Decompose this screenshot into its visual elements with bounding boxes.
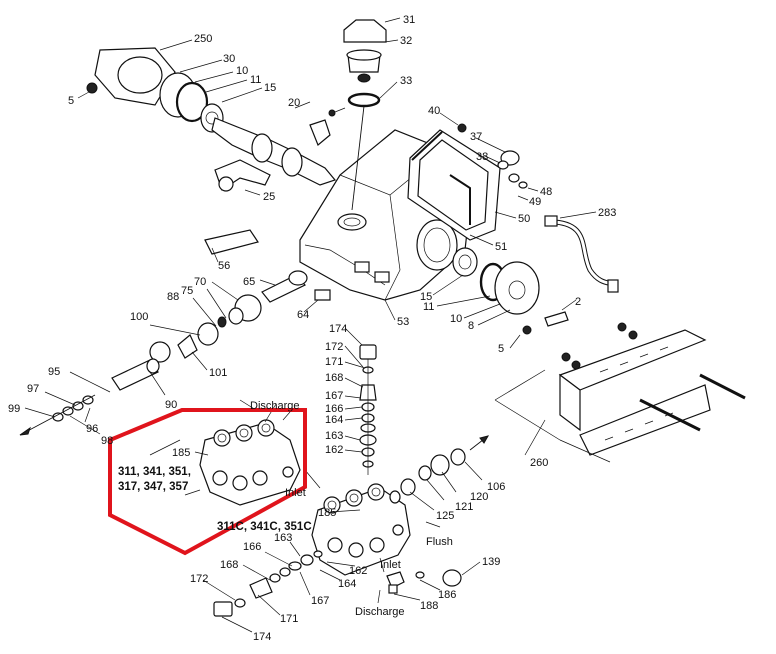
callout-51: 51	[495, 241, 507, 253]
callout-10: 10	[236, 65, 248, 77]
callout-25: 25	[263, 191, 275, 203]
callout-120: 120	[470, 491, 488, 503]
manifold-185-lower	[311, 483, 411, 576]
callout-11b: 11	[423, 301, 434, 313]
callout-283: 283	[598, 207, 616, 219]
callout-162: 162	[325, 444, 343, 456]
port-labels: Discharge Inlet Flush Inlet Discharge	[250, 400, 453, 618]
callout-100: 100	[130, 311, 148, 323]
callout-88: 88	[167, 291, 179, 303]
callout-164: 164	[325, 414, 343, 426]
callout-121: 121	[455, 501, 473, 513]
callout-186: 186	[438, 589, 456, 601]
callout-64: 64	[297, 309, 309, 321]
callout-185: 185	[172, 447, 190, 459]
callout-90: 90	[165, 399, 177, 411]
discharge-label-top: Discharge	[250, 400, 300, 412]
callout-168b: 168	[220, 559, 238, 571]
callout-97: 97	[27, 383, 39, 395]
callout-163: 163	[325, 430, 343, 442]
callout-168: 168	[325, 372, 343, 384]
model-labels: 311, 341, 351, 317, 347, 357 311C, 341C,…	[118, 466, 312, 533]
bearing-cover-assembly	[86, 47, 346, 192]
model-numbers-line2: 317, 347, 357	[118, 481, 188, 493]
fittings-right	[389, 435, 490, 504]
callout-167: 167	[325, 390, 343, 402]
callout-162b: 162	[349, 565, 367, 577]
callout-38: 38	[476, 151, 488, 163]
callout-166: 166	[325, 403, 343, 415]
callout-166b: 166	[243, 541, 261, 553]
callout-20: 20	[288, 97, 300, 109]
rail-kit-260	[494, 322, 746, 463]
rear-cover-assembly	[407, 123, 528, 241]
callout-125: 125	[436, 510, 454, 522]
model-numbers-c: 311C, 341C, 351C	[217, 521, 312, 533]
callout-185b: 185	[318, 507, 336, 519]
callout-171: 171	[325, 356, 343, 368]
callout-30: 30	[223, 53, 235, 65]
callout-65: 65	[243, 276, 255, 288]
valve-stack-upper	[359, 344, 377, 475]
inlet-label-top: Inlet	[285, 487, 306, 499]
callout-106: 106	[487, 481, 505, 493]
leader-lines	[24, 17, 597, 633]
callout-96: 96	[86, 423, 98, 435]
callout-10b: 10	[450, 313, 462, 325]
callout-11: 11	[250, 74, 261, 86]
manifold-185-upper	[199, 419, 301, 506]
inlet-label-bottom: Inlet	[380, 559, 401, 571]
callout-139: 139	[482, 556, 500, 568]
callout-48: 48	[540, 186, 552, 198]
callout-101: 101	[209, 367, 227, 379]
callout-40: 40	[428, 105, 440, 117]
callout-250: 250	[194, 33, 212, 45]
callout-labels: 31 32 33 250 30 10 11 15 20 5 40 37 38 4…	[8, 14, 616, 643]
callout-99: 99	[8, 403, 20, 415]
callout-50: 50	[518, 213, 530, 225]
callout-172: 172	[325, 341, 343, 353]
callout-37: 37	[470, 131, 482, 143]
right-bearing-flange	[452, 247, 569, 335]
callout-70: 70	[194, 276, 206, 288]
callout-53: 53	[397, 316, 409, 328]
callout-8: 8	[468, 320, 474, 332]
small-seal-parts-left	[19, 394, 96, 436]
callout-5b: 5	[498, 343, 504, 355]
callout-260: 260	[530, 457, 548, 469]
callout-56: 56	[218, 260, 230, 272]
model-numbers-line1: 311, 341, 351,	[118, 466, 191, 478]
callout-31: 31	[403, 14, 415, 26]
callout-164b: 164	[338, 578, 356, 590]
oil-cap-assembly	[343, 19, 387, 211]
discharge-label-bottom: Discharge	[355, 606, 405, 618]
callout-5: 5	[68, 95, 74, 107]
callout-167b: 167	[311, 595, 329, 607]
callout-188: 188	[420, 600, 438, 612]
callout-2: 2	[575, 296, 581, 308]
callout-98: 98	[101, 435, 113, 447]
hose-283	[544, 215, 619, 293]
valve-stack-lower	[213, 550, 323, 617]
callout-49: 49	[529, 196, 541, 208]
callout-33: 33	[400, 75, 412, 87]
plunger-assembly	[111, 229, 331, 391]
callout-171b: 171	[280, 613, 298, 625]
callout-174: 174	[329, 323, 347, 335]
highlight-box	[108, 408, 307, 556]
callout-172b: 172	[190, 573, 208, 585]
callout-95: 95	[48, 366, 60, 378]
inlet-fittings	[386, 569, 462, 594]
callout-75: 75	[181, 285, 193, 297]
callout-32: 32	[400, 35, 412, 47]
callout-15: 15	[264, 82, 276, 94]
callout-163b: 163	[274, 532, 292, 544]
flush-label: Flush	[426, 536, 453, 548]
callout-15b: 15	[420, 291, 432, 303]
callout-174b: 174	[253, 631, 271, 643]
